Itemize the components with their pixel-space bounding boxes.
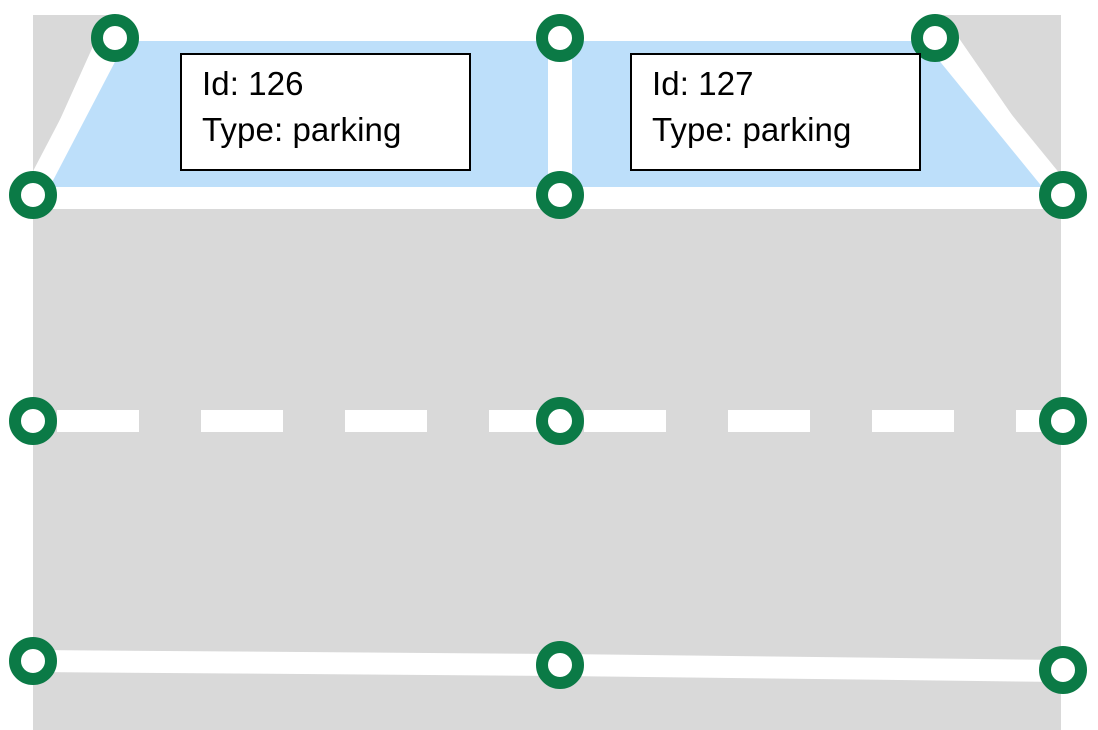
- parking-label-126-id: Id: 126: [202, 65, 304, 102]
- node-handles[interactable]: [9, 14, 1087, 694]
- node-middle-center[interactable]: [536, 397, 584, 445]
- lower-road-surface: [33, 215, 1061, 730]
- node-bottom-center[interactable]: [536, 641, 584, 689]
- node-top-center[interactable]: [536, 14, 584, 62]
- parking-label-127-id: Id: 127: [652, 65, 754, 102]
- parking-edge-slant-left: [23, 32, 125, 201]
- lane-line-solid-right: [559, 654, 1064, 682]
- node-middle-left[interactable]: [9, 397, 57, 445]
- node-bottom-right[interactable]: [1039, 646, 1087, 694]
- node-upper-left[interactable]: [9, 171, 57, 219]
- parking-edge-slant-right: [926, 31, 1072, 202]
- node-upper-right[interactable]: [1039, 171, 1087, 219]
- node-upper-center[interactable]: [536, 171, 584, 219]
- parking-label-126-type: Type: parking: [202, 110, 402, 148]
- parking-label-126[interactable]: Id: 126 Type: parking: [180, 53, 471, 171]
- lane-line-solid-left: [32, 650, 561, 676]
- node-top-left[interactable]: [91, 14, 139, 62]
- parking-label-127-type: Type: parking: [652, 110, 852, 148]
- node-middle-right[interactable]: [1039, 397, 1087, 445]
- node-top-right[interactable]: [911, 14, 959, 62]
- parking-label-127[interactable]: Id: 127 Type: parking: [630, 53, 921, 171]
- top-shoulder-gray-left: [33, 15, 107, 25]
- node-bottom-left[interactable]: [9, 637, 57, 685]
